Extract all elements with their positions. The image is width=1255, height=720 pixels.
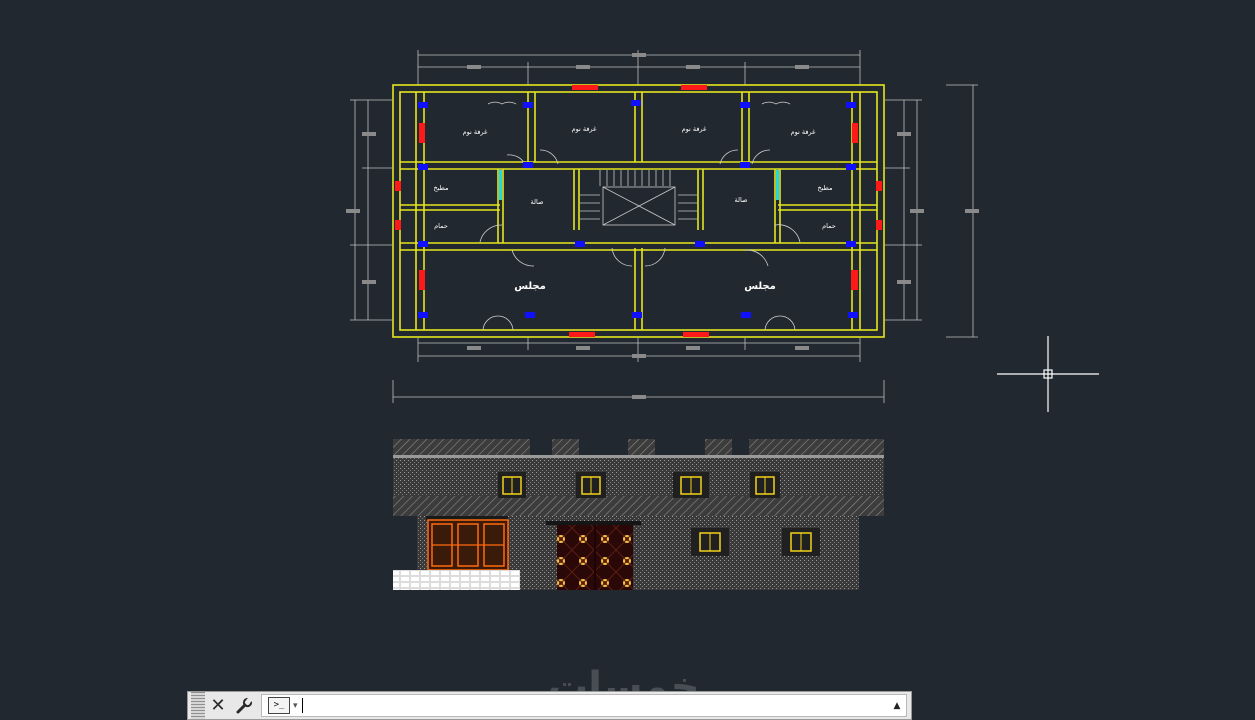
room-label-bath-right: حمام bbox=[822, 222, 836, 230]
columns bbox=[418, 100, 858, 318]
customize-wrench-icon bbox=[236, 696, 253, 713]
dimension-text-marks bbox=[346, 53, 979, 399]
close-icon: ✕ bbox=[210, 695, 226, 716]
room-label-bed-4: غرفة نوم bbox=[791, 128, 816, 136]
room-label-bath-left: حمام bbox=[434, 222, 448, 230]
room-label-hall-left: صالة bbox=[531, 198, 544, 206]
command-input[interactable] bbox=[306, 694, 888, 717]
room-label-majlis-right: مجلس bbox=[744, 281, 776, 292]
facade-elevation bbox=[393, 439, 884, 590]
command-line-bar: ✕ >_ ▾ ▲ bbox=[187, 691, 912, 720]
door-swings bbox=[479, 101, 801, 331]
command-input-wrapper: >_ ▾ ▲ bbox=[261, 694, 907, 717]
main-door bbox=[546, 521, 641, 590]
room-label-kitchen-left: مطبخ bbox=[434, 184, 449, 192]
command-prompt-icon[interactable]: >_ bbox=[268, 697, 290, 714]
room-label-kitchen-right: مطبخ bbox=[818, 184, 833, 192]
text-caret bbox=[301, 698, 303, 713]
room-label-bed-2: غرفة نوم bbox=[572, 125, 597, 133]
side-door bbox=[393, 516, 520, 590]
stair bbox=[580, 170, 697, 226]
close-button[interactable]: ✕ bbox=[205, 692, 231, 719]
room-label-bed-1: غرفة نوم bbox=[463, 128, 488, 136]
recent-commands-dropdown[interactable]: ▾ bbox=[293, 700, 298, 711]
grip-icon[interactable] bbox=[191, 692, 205, 719]
walls bbox=[392, 84, 885, 338]
customize-button[interactable] bbox=[231, 692, 257, 719]
room-label-majlis-left: مجلس bbox=[514, 281, 546, 292]
room-label-bed-3: غرفة نوم bbox=[682, 125, 707, 133]
crosshair-cursor-icon bbox=[997, 336, 1099, 412]
room-labels: غرفة نوم غرفة نوم غرفة نوم غرفة نوم مطبخ… bbox=[434, 125, 836, 292]
room-label-hall-right: صالة bbox=[735, 196, 748, 204]
windows bbox=[395, 85, 882, 337]
upper-windows bbox=[498, 472, 780, 498]
chevron-up-icon[interactable]: ▲ bbox=[893, 700, 901, 711]
floor-plan: غرفة نوم غرفة نوم غرفة نوم غرفة نوم مطبخ… bbox=[346, 50, 979, 403]
ground-windows bbox=[691, 528, 820, 556]
glass-partitions bbox=[499, 170, 779, 200]
